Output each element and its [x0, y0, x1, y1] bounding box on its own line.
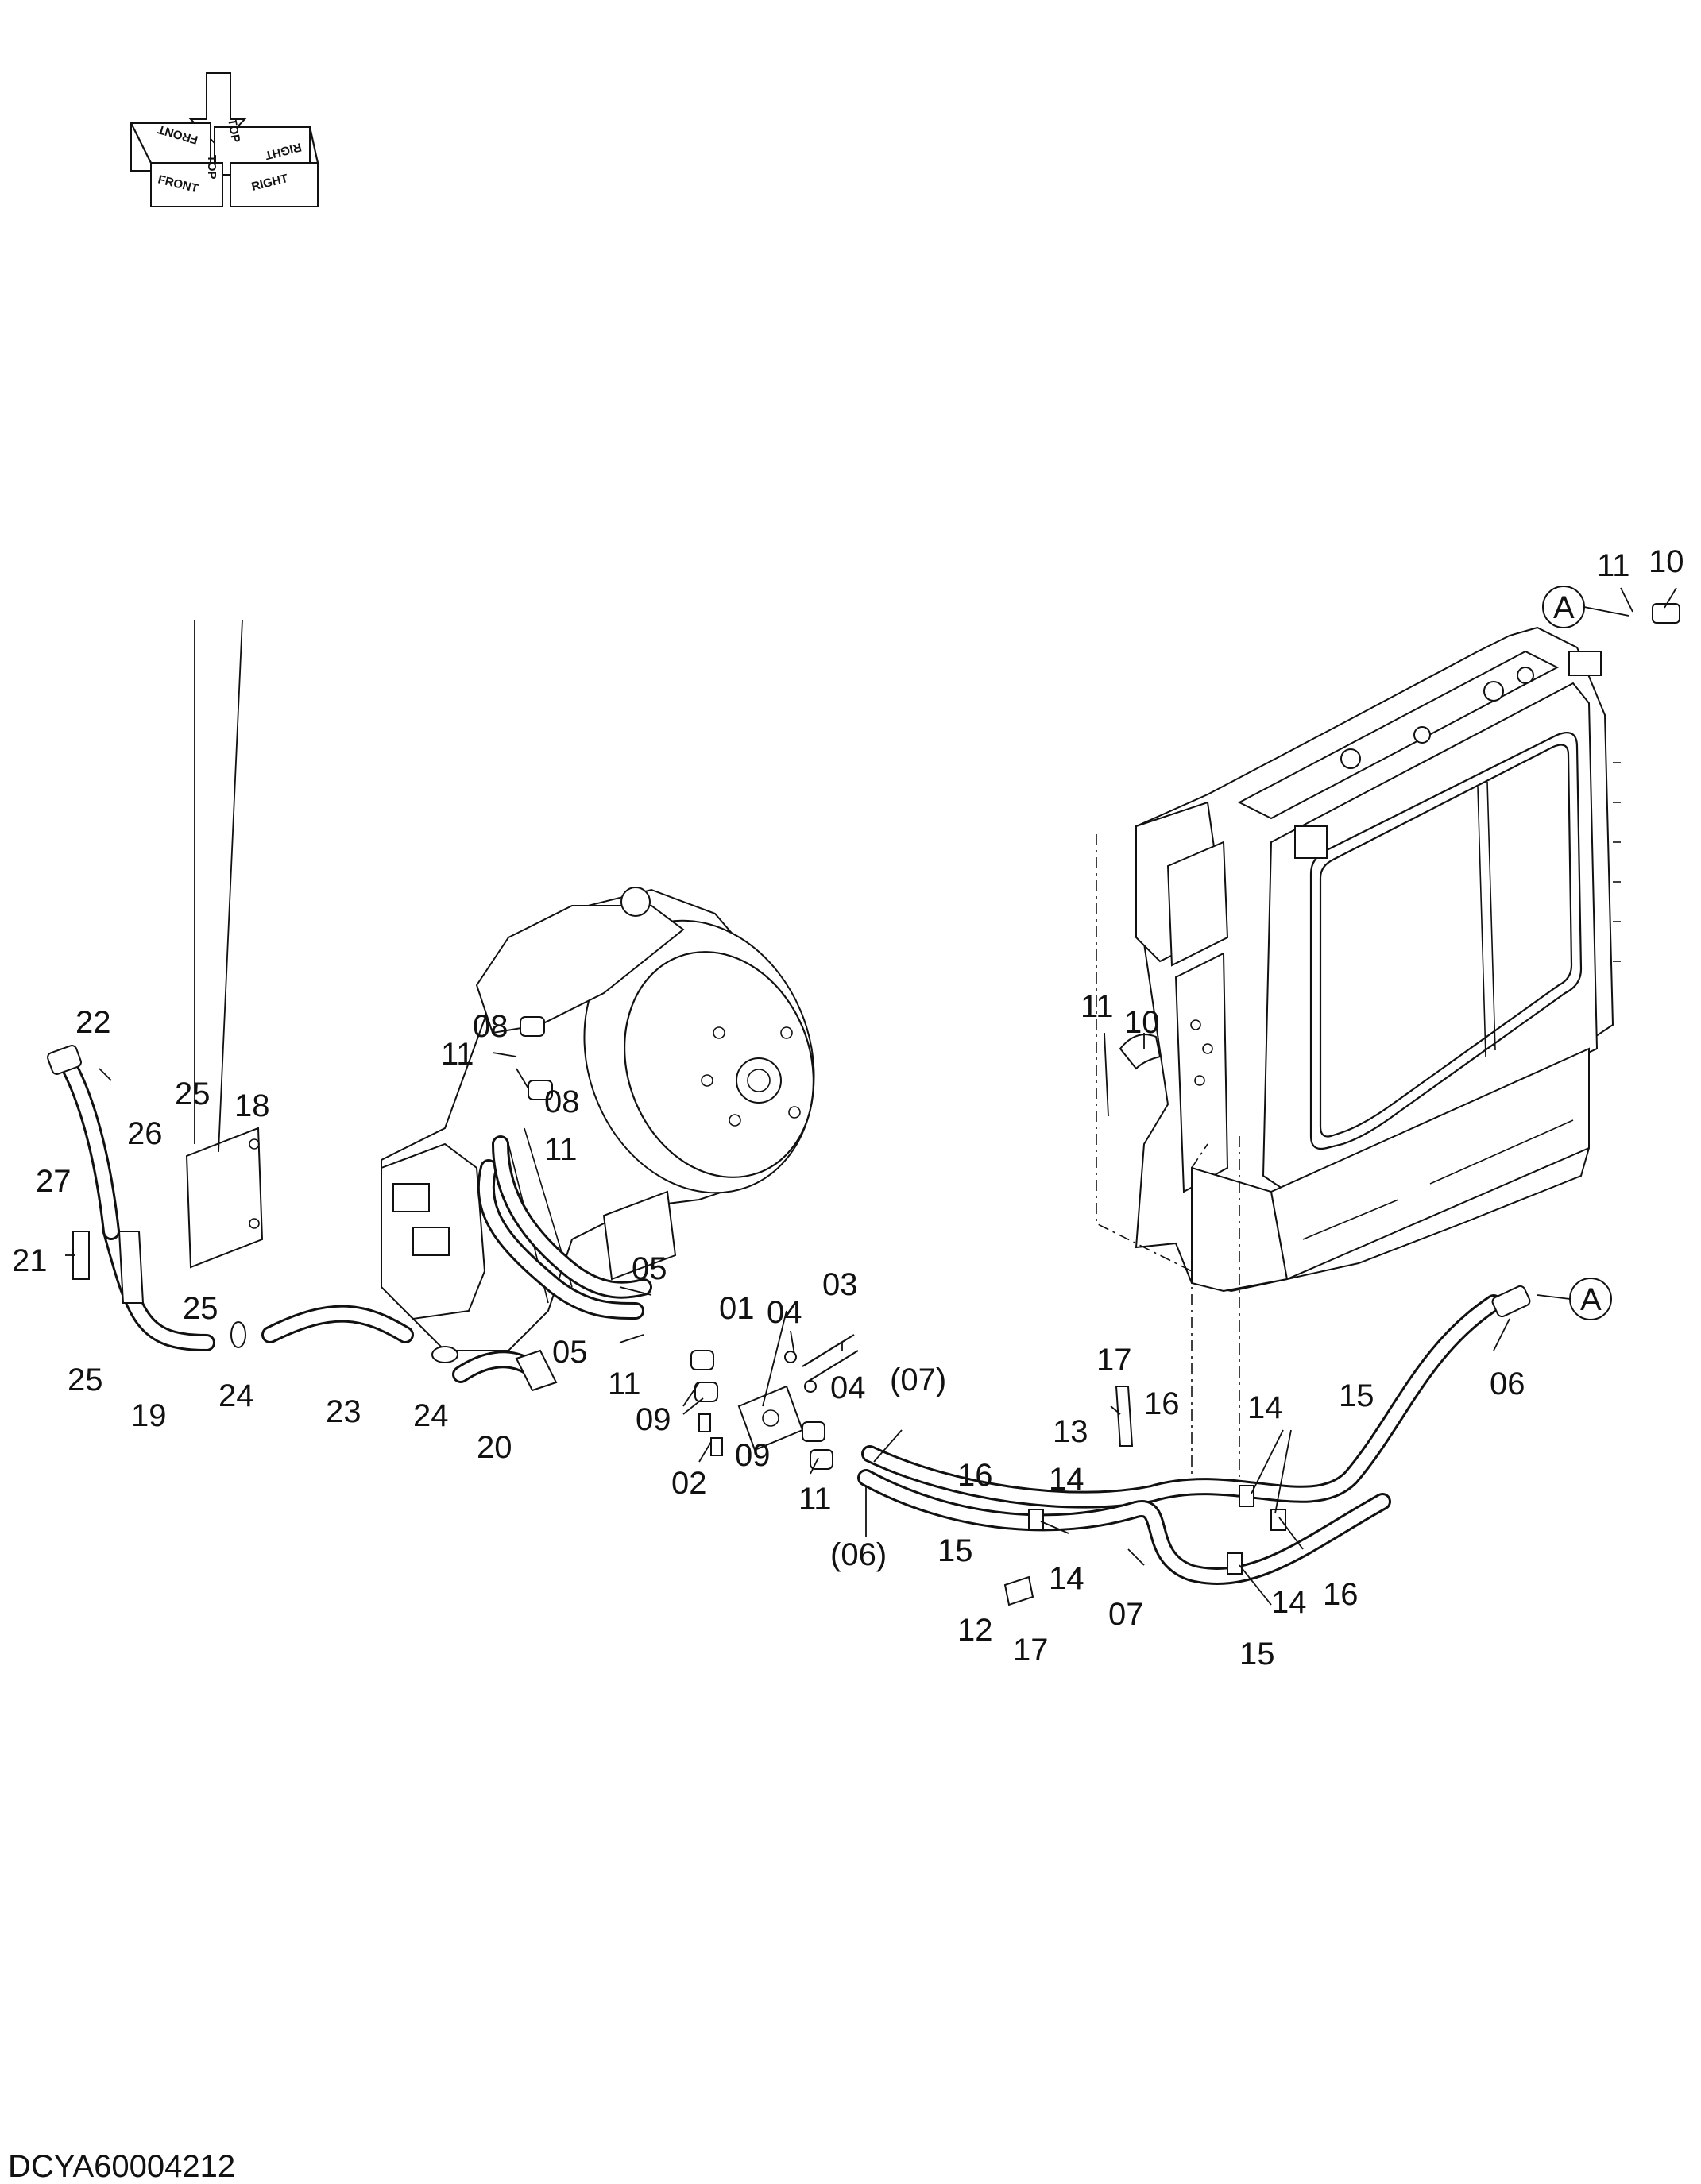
- callout-05-a: 05: [632, 1251, 667, 1286]
- callout-17-b: 17: [1013, 1633, 1049, 1668]
- callout-11-c: 11: [441, 1037, 474, 1072]
- drawing-number: DCYA60004212: [8, 2149, 235, 2184]
- callout-21: 21: [12, 1243, 48, 1278]
- callout-10-a: 10: [1649, 544, 1684, 579]
- callout-09-b: 09: [735, 1438, 771, 1473]
- reference-marks: A A: [1537, 586, 1629, 1320]
- orientation-indicator: TOP TOP FRONT FRONT RIGHT RIGHT: [130, 72, 319, 207]
- callout-25-a: 25: [175, 1077, 211, 1111]
- callout-11-b: 11: [1081, 989, 1114, 1024]
- callout-20: 20: [477, 1430, 512, 1465]
- callout-14-c: 14: [1049, 1561, 1084, 1596]
- callout-15-b: 15: [937, 1533, 973, 1568]
- callout-24-a: 24: [218, 1378, 254, 1413]
- callout-26: 26: [127, 1116, 163, 1151]
- callout-11-d: 11: [544, 1132, 578, 1167]
- callout-06-paren: (06): [830, 1537, 887, 1572]
- orient-top-label: TOP: [205, 155, 218, 180]
- phantom-lines: [1096, 834, 1240, 1486]
- leader-lines: [65, 587, 1677, 1606]
- callout-04-a: 04: [767, 1295, 802, 1330]
- reference-label-bottom: A: [1580, 1282, 1602, 1317]
- callout-labels: 11 10 11 10 22 25 18 26 27 21 25 25 19 2…: [12, 544, 1684, 1672]
- callout-07-paren: (07): [890, 1363, 946, 1397]
- callout-25-c: 25: [68, 1363, 103, 1397]
- callout-15-c: 15: [1239, 1637, 1275, 1672]
- callout-16-a: 16: [1144, 1386, 1180, 1421]
- callout-27: 27: [36, 1164, 72, 1199]
- radiator-assembly: [1119, 626, 1621, 1293]
- reference-label-top: A: [1553, 590, 1575, 625]
- small-parts: [47, 603, 1680, 1606]
- callout-17-a: 17: [1096, 1343, 1132, 1378]
- callout-14-d: 14: [1271, 1585, 1307, 1620]
- callout-25-b: 25: [183, 1291, 218, 1326]
- callout-22: 22: [75, 1005, 111, 1040]
- callout-11-f: 11: [798, 1482, 832, 1517]
- callout-11-e: 11: [608, 1366, 641, 1401]
- callout-08-b: 08: [544, 1084, 580, 1119]
- callout-13: 13: [1053, 1414, 1088, 1449]
- callout-14-a: 14: [1247, 1390, 1283, 1425]
- callout-23: 23: [326, 1394, 361, 1429]
- callout-24-b: 24: [413, 1398, 449, 1433]
- transmission-assembly: [381, 887, 815, 1351]
- callout-10-b: 10: [1124, 1005, 1160, 1040]
- callout-14-b: 14: [1049, 1462, 1084, 1497]
- callout-12: 12: [957, 1613, 993, 1648]
- callout-02: 02: [671, 1466, 707, 1501]
- callout-01: 01: [719, 1291, 755, 1326]
- callout-19: 19: [131, 1398, 167, 1433]
- callout-09-a: 09: [636, 1402, 671, 1437]
- callout-08-a: 08: [473, 1009, 508, 1044]
- callout-05-b: 05: [552, 1335, 588, 1370]
- callout-15-a: 15: [1339, 1378, 1374, 1413]
- orient-top-label-2: TOP: [225, 118, 242, 144]
- callout-16-b: 16: [957, 1458, 993, 1493]
- callout-18: 18: [234, 1088, 270, 1123]
- callout-04-b: 04: [830, 1370, 866, 1405]
- callout-14-e: 14: [1049, 1561, 1084, 1596]
- callout-11-a: 11: [1597, 548, 1630, 583]
- callout-07: 07: [1108, 1597, 1144, 1632]
- callout-03: 03: [822, 1267, 858, 1302]
- callout-06: 06: [1490, 1366, 1525, 1401]
- callout-16-c: 16: [1323, 1577, 1359, 1612]
